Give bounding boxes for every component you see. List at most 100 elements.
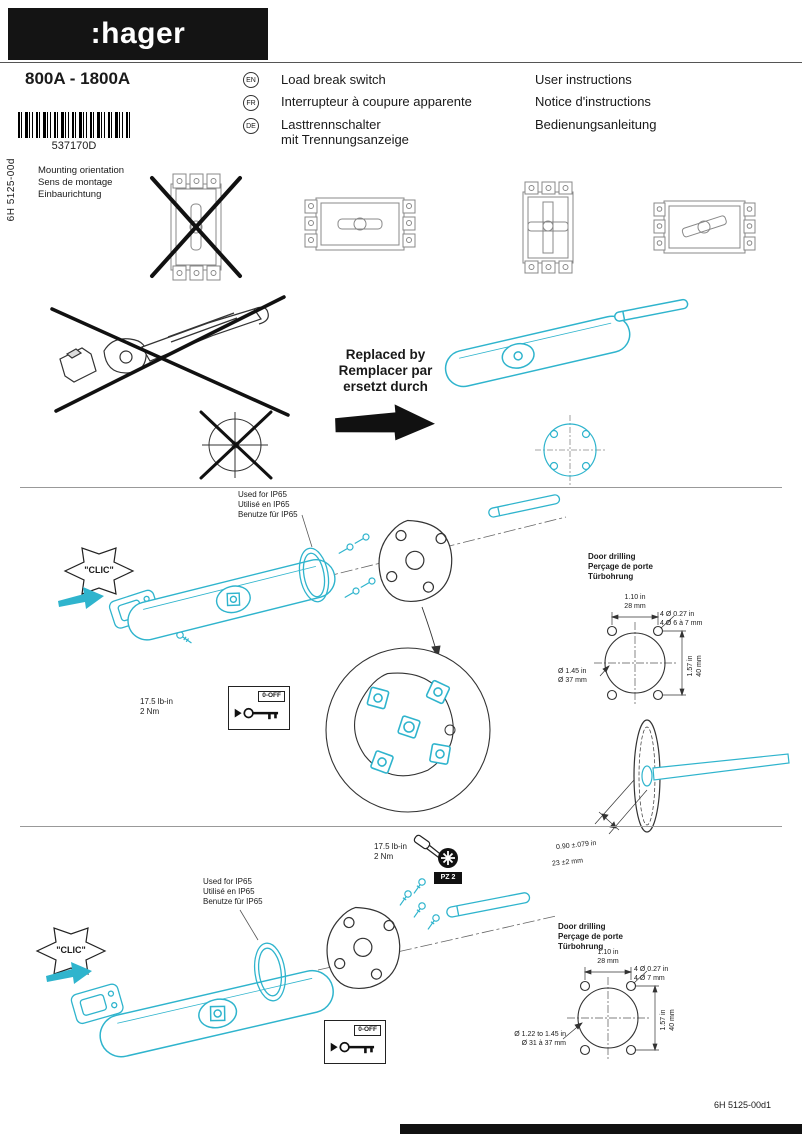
switch-diagram-forbidden-orientation — [150, 173, 242, 281]
product-name-de-line2: mit Trennungsanzeige — [281, 132, 409, 147]
replaced-by-label: Replaced by Remplacer par ersetzt durch — [298, 347, 473, 395]
dim-vertical-spacing-mid: 1.57 in 40 mm — [686, 640, 704, 692]
label-line: 2 Nm — [140, 707, 160, 716]
ip65-note-bottom: Used for IP65 Utilisé en IP65 Benutze fü… — [203, 877, 263, 907]
torque-spec-mid: 17.5 lb-in 2 Nm — [140, 697, 173, 717]
label-line: Used for IP65 — [203, 877, 252, 886]
label-line: Replaced by — [345, 347, 426, 362]
section-divider — [20, 487, 782, 488]
dim-hole-diameter-mid: 4 Ø 0.27 in 4 Ø 6 à 7 mm — [660, 610, 724, 628]
label-line: Remplacer par — [338, 363, 433, 378]
label-line: Used for IP65 — [238, 490, 287, 499]
ip65-note-mid: Used for IP65 Utilisé en IP65 Benutze fü… — [238, 490, 298, 520]
cross-out-icon — [150, 176, 242, 278]
handle-body — [127, 559, 336, 641]
door-drilling-title-mid: Door drilling Perçage de porte Türbohrun… — [588, 552, 653, 582]
dim-hole-spacing-mid: 1.10 in 28 mm — [607, 593, 663, 611]
key-lock-symbol-bottom: 0-OFF — [324, 1020, 386, 1064]
label-line: 1.57 in — [687, 655, 694, 677]
label-line: Türbohrung — [558, 942, 604, 951]
clic-direction-arrow — [58, 587, 104, 609]
clic-burst-icon — [35, 927, 107, 975]
key-lock-label: 0-OFF — [258, 691, 285, 702]
header-divider — [0, 62, 802, 63]
hager-logo-bar: :hager — [8, 8, 268, 60]
product-name-fr: Interrupteur à coupure apparente — [281, 94, 472, 109]
label-line: Utilisé en IP65 — [203, 887, 255, 896]
handle-body — [99, 969, 334, 1058]
label-line: Ø 37 mm — [558, 677, 587, 684]
new-drilling-template — [535, 415, 605, 485]
label-line: ersetzt durch — [343, 379, 428, 394]
screwdriver-icon — [413, 834, 462, 884]
mounting-orientation-label: Mounting orientation Sens de montage Ein… — [38, 165, 124, 201]
center-shaft-adapter — [397, 715, 421, 739]
document-reference-vertical: 6H 5125-00d — [6, 158, 17, 222]
label-line: Mounting orientation — [38, 165, 125, 176]
drive-shaft — [488, 494, 561, 518]
screwdriver-size-label: PZ 2 — [440, 874, 456, 881]
door-plate — [378, 519, 453, 602]
dim-vertical-spacing-bottom: 1.57 in 40 mm — [659, 994, 677, 1046]
label-line: 1.10 in — [597, 949, 619, 956]
doc-type-de: Bedienungsanleitung — [535, 117, 657, 132]
square-nuts — [366, 679, 451, 774]
product-title: 800A - 1800A — [25, 69, 131, 88]
lang-badge-de: DE — [243, 118, 259, 134]
barcode-number: 537170D — [51, 140, 97, 152]
dim-depth-in: 0.90 ±.079 in — [555, 839, 597, 852]
product-name-de: Lasttrennschalter — [281, 117, 381, 132]
cross-out-icon — [199, 410, 273, 480]
door-drilling-diagram-bottom — [562, 967, 659, 1059]
fixing-screws — [399, 878, 440, 930]
key-lock-label: 0-OFF — [354, 1025, 381, 1036]
footer-document-reference: 6H 5125-00d1 — [714, 1100, 772, 1110]
drive-shaft — [446, 892, 531, 918]
magnified-detail-view — [325, 647, 491, 813]
doc-type-fr: Notice d'instructions — [535, 94, 651, 109]
barcode — [18, 112, 130, 138]
label-line: Ø 1.45 in — [558, 668, 587, 675]
label-line: Benutze für IP65 — [203, 897, 263, 906]
door-drilling-title-bottom: Door drilling Perçage de porte Türbohrun… — [558, 922, 623, 952]
replacement-arrow-icon — [335, 404, 435, 441]
handle-body — [444, 315, 631, 388]
label-line: Benutze für IP65 — [238, 510, 298, 519]
old-drilling-template-crossed — [199, 410, 273, 480]
drive-shaft — [614, 298, 689, 322]
label-line: 17.5 lb-in — [374, 842, 407, 851]
switch-diagram-horizontal — [304, 197, 416, 251]
dim-center-hole-mid: Ø 1.45 in Ø 37 mm — [558, 667, 608, 685]
label-line: 17.5 lb-in — [140, 697, 173, 706]
cross-out-icon — [50, 295, 290, 417]
label-line: 28 mm — [624, 603, 646, 610]
dim-hole-spacing-bottom: 1.10 in 28 mm — [580, 948, 636, 966]
new-handle-illustration — [444, 298, 689, 388]
switch-diagram-vertical — [522, 181, 574, 274]
hager-logo: :hager — [90, 17, 186, 50]
label-line: 4 Ø 6 à 7 mm — [660, 620, 703, 627]
footer-bar — [400, 1124, 802, 1134]
clic-label-bottom: "CLIC" — [56, 945, 86, 955]
product-name-en: Load break switch — [281, 72, 386, 87]
label-line: 40 mm — [696, 655, 703, 677]
clic-direction-arrow — [46, 962, 92, 984]
ip65-gasket-ring — [298, 547, 330, 603]
dim-hole-diameter-bottom: 4 Ø 0.27 in 4 Ø 7 mm — [634, 965, 694, 983]
lang-badge-fr: FR — [243, 95, 259, 111]
handle-exploded-view-mid — [58, 494, 567, 659]
doc-type-en: User instructions — [535, 72, 632, 87]
section-divider — [20, 826, 782, 827]
clic-burst-icon — [63, 547, 135, 595]
label-line: Perçage de porte — [588, 562, 653, 571]
label-line: Sens de montage — [38, 177, 113, 188]
label-line: 4 Ø 7 mm — [634, 975, 665, 982]
key-lock-symbol-mid: 0-OFF — [228, 686, 290, 730]
label-line: 28 mm — [597, 958, 619, 965]
ip65-gasket-ring — [253, 942, 287, 1002]
key-icon — [234, 707, 279, 720]
label-line: Utilisé en IP65 — [238, 500, 290, 509]
latch-base-part — [70, 983, 124, 1025]
lang-badge-en: EN — [243, 72, 259, 88]
